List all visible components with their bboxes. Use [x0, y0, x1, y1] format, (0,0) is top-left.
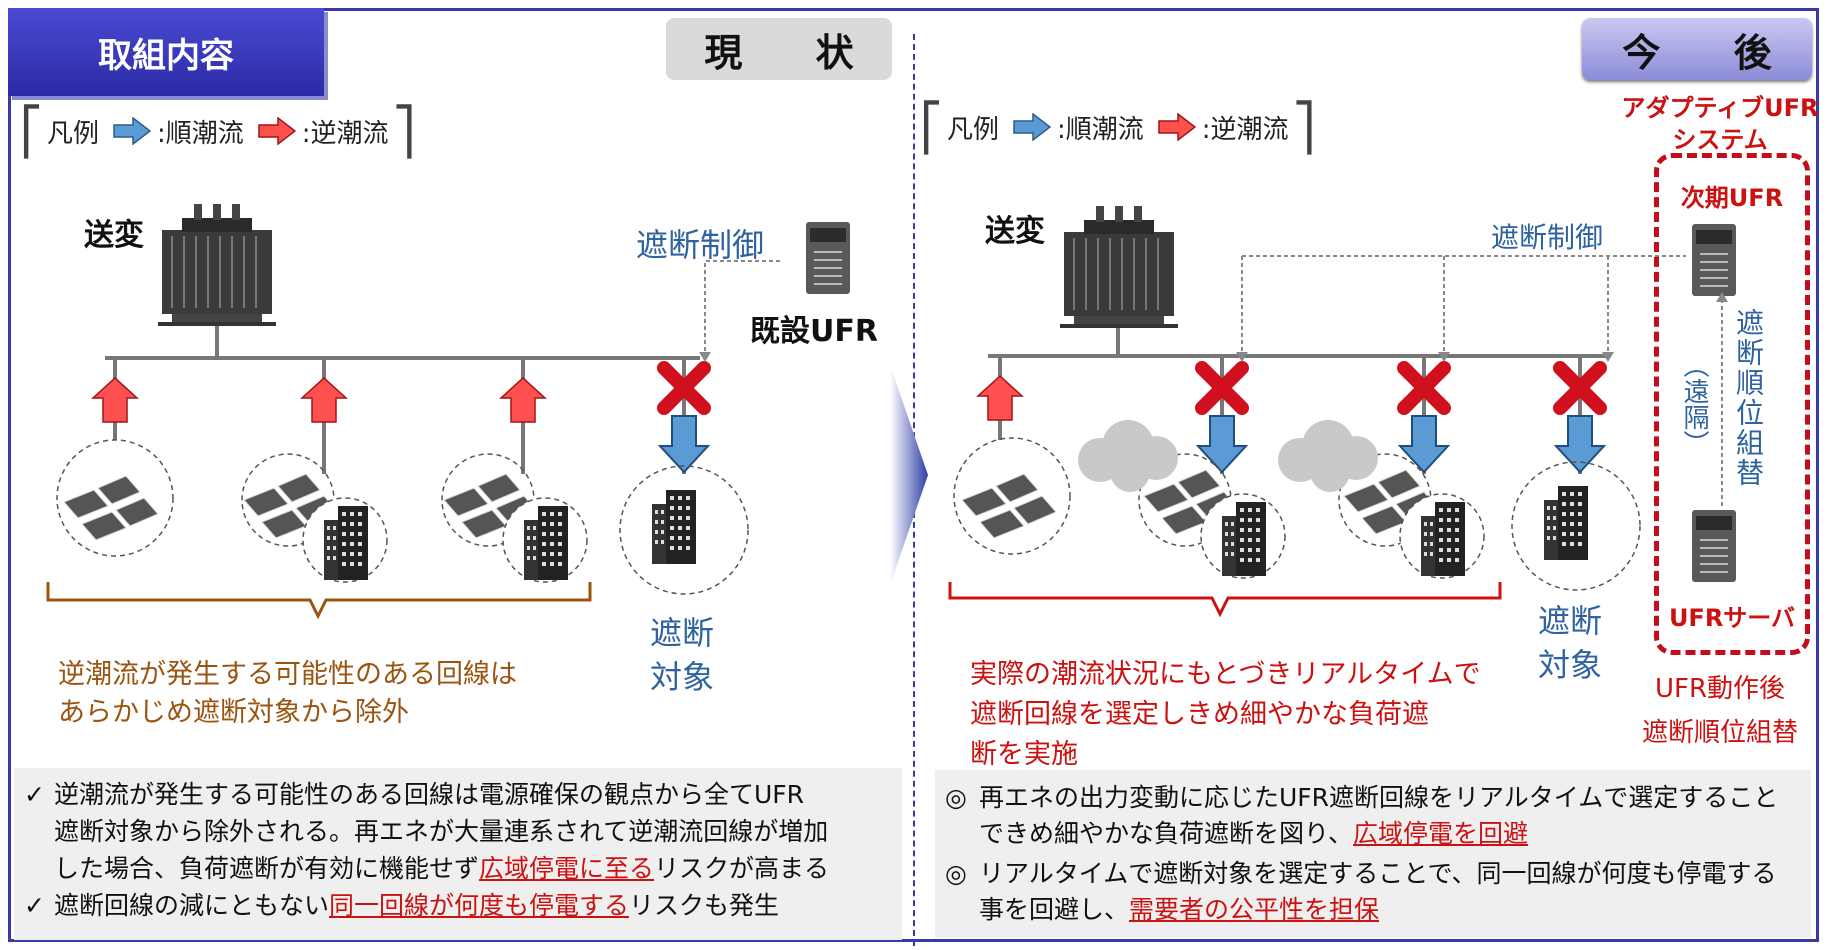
right-note-line-2: 遮断回線を選定しきめ細やかな負荷遮	[970, 699, 1429, 730]
tab-future: 今 後	[1582, 18, 1812, 80]
cut-target-label-1: 遮断	[1538, 602, 1603, 640]
bullet-text: 遮断回線の減にともない	[54, 891, 330, 920]
cloud-icon	[1078, 420, 1178, 492]
cut-target-label-1: 遮断	[650, 614, 715, 652]
building-icon	[652, 490, 696, 564]
left-bullet-panel: ✓ 逆潮流が発生する可能性のある回線は電源確保の観点から全てUFR 遮断対象から…	[14, 768, 902, 940]
bullet-line: 逆潮流が発生する可能性のある回線は電源確保の観点から全てUFR	[54, 780, 805, 809]
double-circle-icon: ◎	[945, 783, 967, 812]
bullet-line: リアルタイムで遮断対象を選定することで、同一回線が何度も停電する	[979, 859, 1777, 888]
legend-forward: :順潮流	[1057, 114, 1144, 145]
left-diagram	[46, 203, 851, 620]
legend-reverse: :逆潮流	[1201, 114, 1289, 145]
cut-control-label: 遮断制御	[636, 226, 765, 264]
legend-right: ⎡ 凡例 :順潮流 :逆潮流 ⎤	[920, 104, 1316, 150]
reverse-flow-arrow	[500, 377, 546, 423]
transformer-icon	[157, 203, 277, 327]
bullet-text: できめ細やかな負荷遮断を図り、	[979, 819, 1354, 848]
adaptive-ufr-boundary	[1654, 153, 1810, 655]
bracket-open: ⎡	[20, 104, 43, 158]
check-icon: ✓	[24, 780, 45, 809]
transition-chevron	[890, 365, 928, 585]
cloud-icon	[1278, 420, 1378, 492]
reverse-flow-icon	[1158, 113, 1196, 141]
right-note-line-3: 断を実施	[970, 739, 1078, 770]
legend-reverse: :逆潮流	[301, 118, 389, 149]
cut-target-label-2: 対象	[1538, 646, 1603, 684]
bracket-close: ⎤	[1292, 100, 1316, 154]
bullet-item: ◎ リアルタイムで遮断対象を選定することで、同一回線が何度も停電する 事を回避し…	[945, 856, 1801, 928]
solar-panel-icon	[961, 473, 1057, 539]
legend-forward: :順潮流	[157, 118, 244, 149]
reverse-flow-arrow	[92, 377, 138, 423]
existing-ufr-server-icon	[805, 221, 851, 295]
bullet-line: 遮断対象から除外される。再エネが大量連系されて逆潮流回線が増加	[54, 817, 829, 846]
next-ufr-label: 次期UFR	[1680, 184, 1784, 212]
bullet-text: 事を回避し、	[979, 895, 1130, 924]
reverse-flow-icon	[258, 117, 296, 145]
emphasis-text: 需要者の公平性を担保	[1129, 895, 1380, 924]
right-diagram	[948, 205, 1737, 618]
check-icon: ✓	[24, 891, 45, 920]
section-tag: 取組内容	[8, 8, 324, 96]
right-bullet-panel: ◎ 再エネの出力変動に応じたUFR遮断回線をリアルタイムで選定すること できめ細…	[935, 770, 1811, 938]
cut-control-label: 遮断制御	[1491, 221, 1604, 254]
adaptive-ufr-title-2: システム	[1672, 126, 1768, 154]
bullet-line: できめ細やかな負荷遮断を図り、広域停電を回避	[979, 816, 1778, 852]
left-note-line-1: 逆潮流が発生する可能性のある回線は	[58, 659, 517, 690]
forward-flow-arrow	[659, 415, 709, 473]
bullet-line: 事を回避し、需要者の公平性を担保	[979, 892, 1777, 928]
ufr-server-label: UFRサーバ	[1668, 604, 1796, 632]
bracket-open: ⎡	[920, 100, 943, 154]
bullet-item: ✓ 遮断回線の減にともない同一回線が何度も停電するリスクも発生	[24, 887, 892, 924]
emphasis-text: 広域停電を回避	[1353, 819, 1529, 848]
bullet-text: リスクも発生	[629, 891, 780, 920]
transformer-icon	[1059, 205, 1179, 329]
double-circle-icon: ◎	[945, 859, 967, 888]
solar-panel-icon	[63, 475, 159, 541]
reverse-flow-arrow	[301, 377, 347, 423]
emphasis-text: 同一回線が何度も停電する	[329, 891, 630, 920]
legend-prefix: 凡例	[47, 118, 100, 149]
existing-ufr-label: 既設UFR	[750, 314, 878, 349]
emphasis-text: 広域停電に至る	[479, 854, 655, 883]
after-ufr-label-2: 遮断順位組替	[1641, 718, 1798, 748]
building-icon	[1544, 486, 1588, 560]
forward-flow-icon	[1013, 113, 1052, 141]
cut-target-label-2: 対象	[650, 658, 715, 696]
remote-vertical-label: （遠隔）	[1679, 352, 1709, 456]
bullet-item: ◎ 再エネの出力変動に応じたUFR遮断回線をリアルタイムで選定すること できめ細…	[945, 780, 1801, 852]
legend-left: ⎡ 凡例 :順潮流 :逆潮流 ⎤	[20, 108, 416, 154]
bullet-line: 再エネの出力変動に応じたUFR遮断回線をリアルタイムで選定すること	[979, 783, 1779, 812]
bullet-text: した場合、負荷遮断が有効に機能せず	[54, 854, 480, 883]
right-note-line-1: 実際の潮流状況にもとづきリアルタイムで	[970, 659, 1481, 690]
substation-label: 送変	[84, 218, 144, 253]
reorder-vertical-label: 遮断順位組替	[1732, 308, 1765, 488]
forward-flow-arrow	[1399, 415, 1449, 473]
bullet-text: リスクが高まる	[654, 854, 830, 883]
reverse-flow-arrow	[977, 375, 1023, 421]
bullet-line: した場合、負荷遮断が有効に機能せず広域停電に至るリスクが高まる	[54, 850, 829, 887]
tab-current: 現 状	[666, 18, 892, 80]
bracket-close: ⎤	[392, 104, 416, 158]
after-ufr-label-1: UFR動作後	[1654, 674, 1786, 704]
legend-prefix: 凡例	[947, 114, 1000, 145]
adaptive-ufr-title-1: アダプティブUFR	[1621, 94, 1819, 122]
forward-flow-icon	[113, 117, 152, 145]
forward-flow-arrow	[1197, 415, 1247, 473]
substation-label: 送変	[985, 214, 1045, 249]
left-note-line-2: あらかじめ遮断対象から除外	[58, 697, 409, 728]
bullet-item: ✓ 逆潮流が発生する可能性のある回線は電源確保の観点から全てUFR 遮断対象から…	[24, 776, 892, 887]
